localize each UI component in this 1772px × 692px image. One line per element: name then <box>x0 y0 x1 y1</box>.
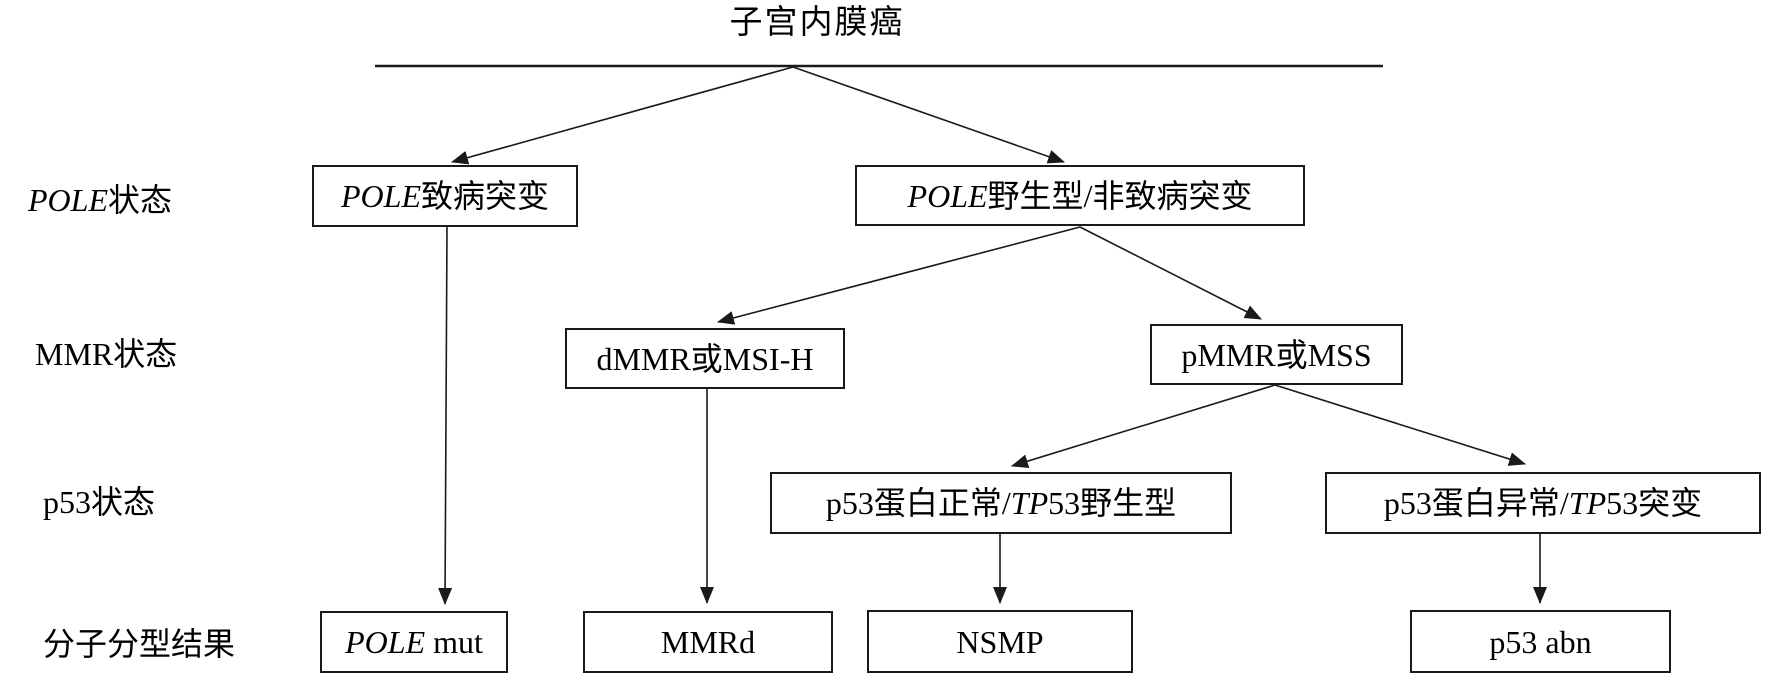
arrow-root-to-pole-pathogenic <box>451 66 794 165</box>
row-label-mmr-status: MMR状态 <box>35 338 177 370</box>
node-result-p53-abn: p53 abn <box>1410 610 1671 673</box>
diagram-title: 子宫内膜癌 <box>729 5 905 41</box>
node-text: 野生型/非致病突变 <box>987 177 1253 214</box>
node-text: NSMP <box>956 623 1044 660</box>
node-text: MMRd <box>660 624 756 660</box>
node-result-nsmp: NSMP <box>867 610 1133 673</box>
row-label-pole-status: POLE状态 <box>28 184 172 216</box>
row-label-molecular-result: 分子分型结果 <box>43 628 235 660</box>
row-label-p53-status: p53状态 <box>43 486 155 518</box>
node-text: p53蛋白正常/ <box>825 485 1011 521</box>
node-dmmr-or-msih: dMMR或MSI-H <box>565 328 845 389</box>
arrow-pmmr-to-p53-normal <box>1011 384 1276 468</box>
node-text: p53 abn <box>1489 623 1592 660</box>
arrow-pole-pathogenic-to-pole-mut <box>438 226 453 605</box>
node-text: mut <box>425 624 483 660</box>
node-gene-italic: TP <box>1010 485 1049 521</box>
node-gene-italic: TP <box>1568 485 1607 521</box>
arrow-pole-wildtype-to-pmmr <box>1079 226 1262 320</box>
row-label-text: MMR状态 <box>35 336 178 372</box>
row-label-italic: POLE <box>28 182 108 218</box>
node-text: 致病突变 <box>420 178 549 214</box>
node-result-mmrd: MMRd <box>583 611 833 673</box>
arrow-pmmr-to-p53-abnormal <box>1274 384 1526 466</box>
node-text: 53野生型 <box>1048 485 1177 521</box>
row-label-text: p53状态 <box>43 484 156 520</box>
node-result-pole-mut: POLE mut <box>320 611 508 673</box>
arrow-root-to-pole-wildtype <box>792 66 1065 164</box>
row-label-text: 状态 <box>108 182 173 218</box>
node-text: 53突变 <box>1606 485 1703 521</box>
arrow-pole-wildtype-to-dmmr <box>717 226 1081 325</box>
row-label-text: 分子分型结果 <box>43 626 236 662</box>
node-text: p53蛋白异常/ <box>1383 485 1569 521</box>
node-text: dMMR或MSI-H <box>596 340 814 377</box>
node-gene-italic: POLE <box>345 624 426 660</box>
node-gene-italic: POLE <box>340 178 421 214</box>
node-pmmr-or-mss: pMMR或MSS <box>1150 324 1403 385</box>
node-gene-italic: POLE <box>907 177 988 214</box>
node-text: pMMR或MSS <box>1181 336 1372 373</box>
